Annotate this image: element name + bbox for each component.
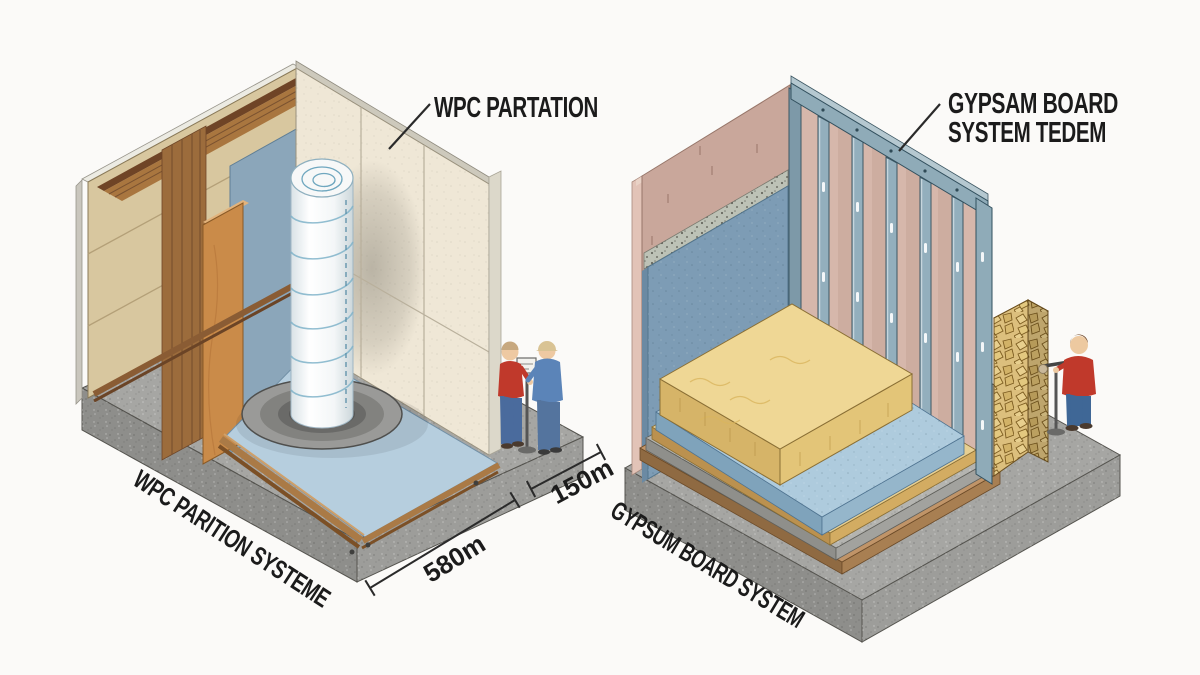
wall-sill-rail <box>92 279 302 397</box>
worker-torso <box>532 358 563 403</box>
leader-line-right <box>898 103 941 152</box>
right-base-front-right-texture <box>862 455 1120 642</box>
speckled-strip-texture <box>644 170 788 269</box>
material-roll <box>290 158 354 429</box>
worker-legs <box>537 399 560 450</box>
floor-rail-front-left <box>218 436 364 543</box>
worker-red-right <box>1053 334 1096 431</box>
dimension-150 <box>525 443 607 498</box>
survey-stand-base <box>518 446 536 454</box>
stand-knob <box>1038 364 1048 374</box>
worker-legs <box>1066 393 1091 426</box>
worker-torso <box>1062 356 1096 397</box>
left-base-front-left-texture <box>82 388 357 582</box>
osb-panel-side-shade <box>1028 300 1048 462</box>
floor-rail-front-right <box>361 462 501 544</box>
worker-shoe <box>550 447 562 453</box>
worker-head <box>1070 336 1088 354</box>
panel-shade <box>938 184 952 464</box>
metal-stud <box>919 176 932 446</box>
callout-gypsam-line1: GYPSAM BOARD <box>948 88 1118 120</box>
floor-rail-front-left-dark <box>217 444 361 549</box>
wall-sill-rail-dark <box>93 287 301 403</box>
wpc-partition-scene: 580m 150m WPC PARTATION WPC PARITION SYS… <box>75 60 618 613</box>
dim-line <box>530 451 602 490</box>
mineral-wool-slab <box>658 303 914 486</box>
callout-gypsam-line2: SYSTEM TEDEM <box>948 117 1106 149</box>
door-plank-grain <box>208 244 219 456</box>
end-channel-slots <box>981 252 984 430</box>
dim-ticks <box>525 443 607 498</box>
wall-plate-grooved <box>104 77 330 201</box>
plate-grooves <box>108 79 324 198</box>
track-screws <box>821 108 959 192</box>
floor-peg <box>473 480 479 486</box>
corner-channel <box>788 87 802 336</box>
stand-base <box>1047 428 1065 436</box>
end-channel <box>975 197 993 485</box>
worker-torso <box>498 361 524 399</box>
worker-hand <box>1053 367 1059 373</box>
osb-panel <box>992 299 1050 477</box>
worker-legs <box>500 395 522 444</box>
right-base-front-left-texture <box>625 468 862 642</box>
callout-wpc-partation: WPC PARTATION <box>434 92 598 124</box>
workers-left <box>498 341 563 455</box>
worker-shoe <box>1065 425 1079 431</box>
wpc-wall-edge-cap <box>488 170 502 456</box>
worker-shoe <box>538 449 550 455</box>
metal-studs <box>817 115 964 465</box>
left-base-front-right-texture <box>357 437 583 582</box>
roll-body <box>290 177 354 429</box>
worker-red-left <box>498 341 533 449</box>
roll-spiral-arc <box>321 178 343 192</box>
gypsum-board-scene: GYPSAM BOARD SYSTEM TEDEM GYPSUM BOARD S… <box>606 75 1122 643</box>
worker-arm <box>525 365 540 383</box>
insulation-edge <box>642 267 648 483</box>
worker-right-group <box>1038 334 1096 436</box>
dimension-580 <box>364 491 521 597</box>
roll-top <box>290 158 354 198</box>
dim-ticks <box>364 491 521 597</box>
floor-rail-highlight <box>223 433 365 536</box>
worker-shoe <box>1079 423 1093 429</box>
worker-blue-left <box>525 341 563 455</box>
osb-panel-front <box>993 299 1029 477</box>
floor-peg <box>349 549 355 555</box>
metal-stud <box>951 195 964 465</box>
left-timber-wall <box>75 63 330 465</box>
dim-line <box>369 499 516 589</box>
osb-panel-side <box>1027 299 1049 463</box>
worker-shoe <box>512 441 524 447</box>
leader-line-left <box>388 103 431 150</box>
worker-hair <box>501 341 519 350</box>
wall-outer-sliver <box>75 179 83 405</box>
pink-wall-edge-cap <box>631 175 643 476</box>
worker-shoe <box>501 443 513 449</box>
roll-wrap-lines <box>290 205 354 398</box>
worker-cap <box>536 341 558 351</box>
jamb-grooves <box>171 130 201 454</box>
floor-peg <box>365 542 371 548</box>
floor-layer-stack <box>639 303 1001 575</box>
